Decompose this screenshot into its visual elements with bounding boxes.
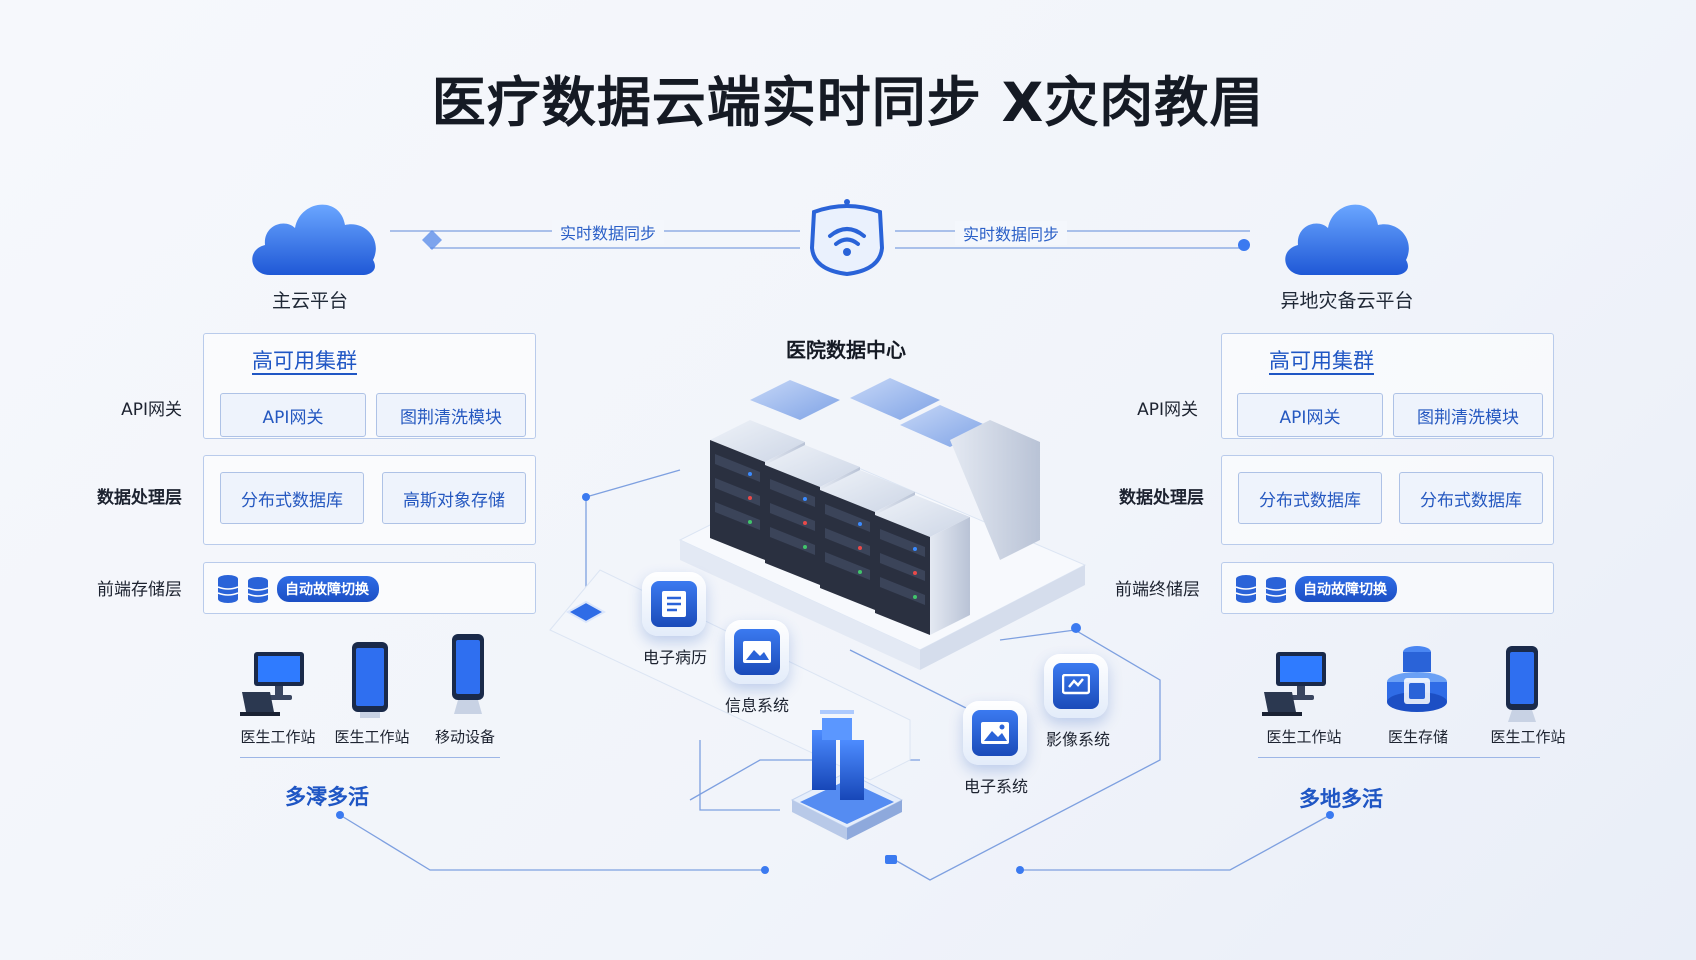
left-gateway-module[interactable]: API网关 [220, 393, 366, 437]
database-icon [1235, 575, 1287, 603]
monitor-icon [240, 652, 304, 716]
tablet-icon [352, 642, 388, 718]
phone-icon [1506, 646, 1538, 722]
electronic-system-label: 电子系统 [963, 777, 1028, 796]
left-cluster-title: 高可用集群 [252, 349, 357, 373]
right-cluster-title: 高可用集群 [1269, 349, 1374, 373]
right-gateway-module[interactable]: API网关 [1237, 393, 1383, 437]
right-device-label-1: 医生工作站 [1266, 728, 1342, 746]
emr-system-label: 电子病历 [642, 648, 707, 667]
right-device-divider [1258, 757, 1540, 758]
right-device-label-3: 医生工作站 [1490, 728, 1566, 746]
left-row-label-processing: 数据处理层 [97, 488, 182, 508]
sync-label-left: 实时数据同步 [552, 220, 665, 244]
left-multi-active-label: 多澪多活 [285, 785, 369, 809]
left-row-label-storage: 前端存储层 [97, 580, 182, 600]
left-failover-badge: 自动故障切换 [277, 576, 379, 602]
database-icon [217, 575, 269, 603]
info-system-label: 信息系统 [724, 696, 789, 715]
emr-system-icon[interactable] [642, 572, 706, 636]
left-device-label-1: 医生工作站 [240, 728, 316, 746]
monitor-icon [1262, 652, 1326, 716]
left-device-label-2: 医生工作站 [334, 728, 410, 746]
backup-cloud-icon [1285, 204, 1409, 275]
phone-icon [452, 634, 484, 714]
left-row-label-gateway: API网关 [121, 400, 182, 420]
info-system-icon[interactable] [725, 620, 789, 684]
electronic-system-icon[interactable] [963, 701, 1027, 765]
left-distributed-db-module[interactable]: 分布式数据库 [220, 472, 364, 524]
left-cleaning-module[interactable]: 图荆清洗模块 [376, 393, 526, 437]
main-cloud-icon [252, 204, 376, 275]
edge-node-icon [566, 600, 606, 624]
sync-label-right: 实时数据同步 [955, 221, 1068, 245]
storage-cylinder-icon [1387, 646, 1447, 712]
backup-cloud-label: 异地灾备云平台 [1280, 290, 1414, 312]
right-multi-active-label: 多地多活 [1299, 787, 1383, 811]
central-hub-icon [790, 710, 904, 840]
left-device-label-3: 移动设备 [434, 728, 495, 746]
data-center-title: 医院数据中心 [786, 338, 906, 362]
left-device-divider [240, 757, 500, 758]
right-row-label-storage: 前端终储层 [1115, 580, 1200, 600]
imaging-system-label: 影像系统 [1045, 730, 1110, 749]
right-failover-badge: 自动故障切换 [1295, 576, 1397, 602]
right-row-label-gateway: API网关 [1137, 400, 1198, 420]
left-object-storage-module[interactable]: 高斯对象存储 [382, 472, 526, 524]
main-cloud-label: 主云平台 [271, 290, 348, 312]
right-distributed-db-module-1[interactable]: 分布式数据库 [1238, 472, 1382, 524]
page-title: 医疗数据云端实时同步 ꓫ灾肉教眉 [431, 71, 1265, 134]
imaging-system-icon[interactable] [1044, 654, 1108, 718]
server-rack-cluster-icon [710, 378, 1040, 635]
right-row-label-processing: 数据处理层 [1119, 488, 1204, 508]
right-distributed-db-module-2[interactable]: 分布式数据库 [1399, 472, 1543, 524]
right-device-label-2: 医生存储 [1387, 728, 1448, 746]
right-cleaning-module[interactable]: 图荆清洗模块 [1393, 393, 1543, 437]
wifi-shield-icon [809, 199, 885, 277]
